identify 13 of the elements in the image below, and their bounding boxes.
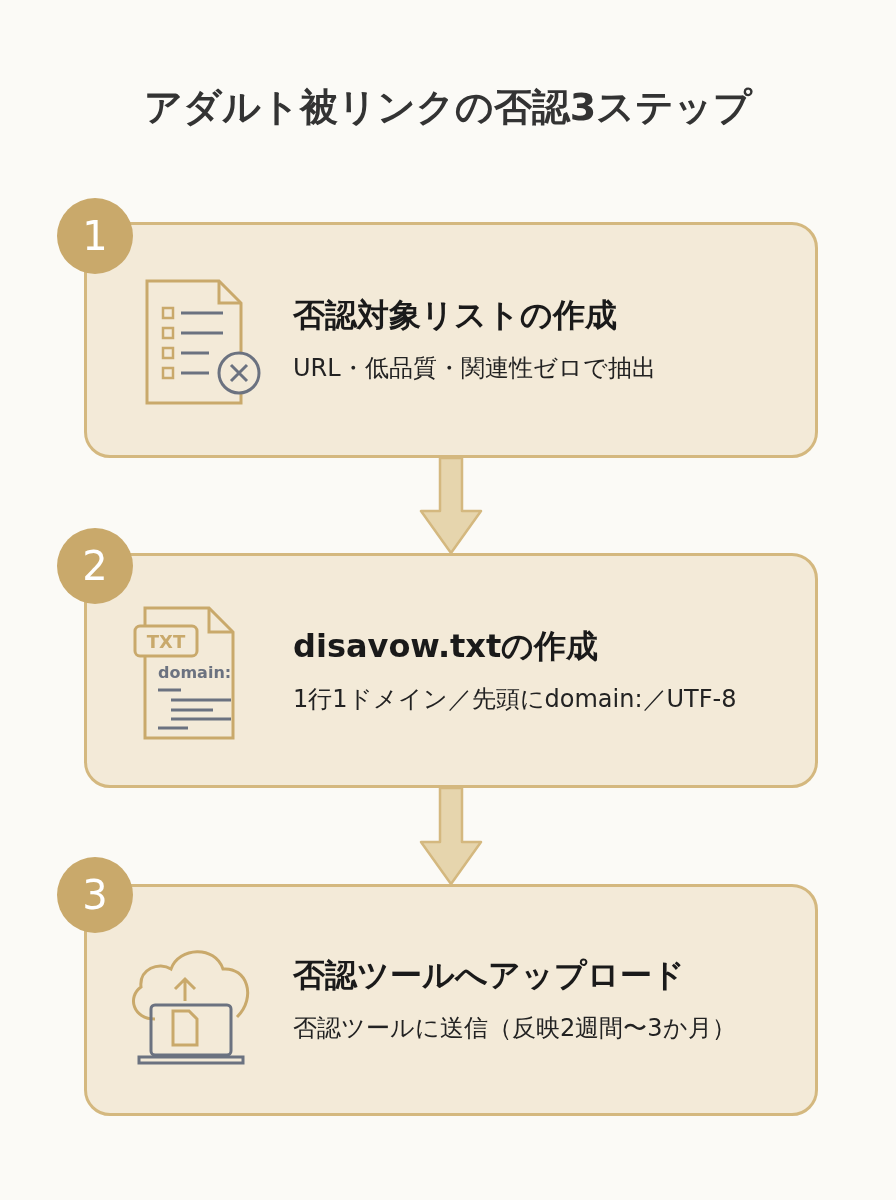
step-description: 1行1ドメイン／先頭にdomain:／UTF-8 (293, 683, 738, 715)
step-heading: disavow.txtの作成 (293, 625, 600, 667)
block-arrow (419, 786, 483, 886)
step-card (84, 222, 818, 458)
step-description: 否認ツールに送信（反映2週間〜3か月） (293, 1013, 737, 1044)
step-description: URL・低品質・関連性ゼロで抽出 (293, 353, 657, 384)
step-heading: 否認対象リストの作成 (293, 295, 618, 336)
step-heading: 否認ツールへアップロード (293, 955, 686, 996)
block-arrow (419, 456, 483, 555)
step-number-badge: 1 (57, 198, 133, 274)
step-number-badge: 2 (57, 528, 133, 604)
step-number-badge: 3 (57, 857, 133, 933)
diagram-title: アダルト被リンクの否認3ステップ (142, 84, 754, 131)
